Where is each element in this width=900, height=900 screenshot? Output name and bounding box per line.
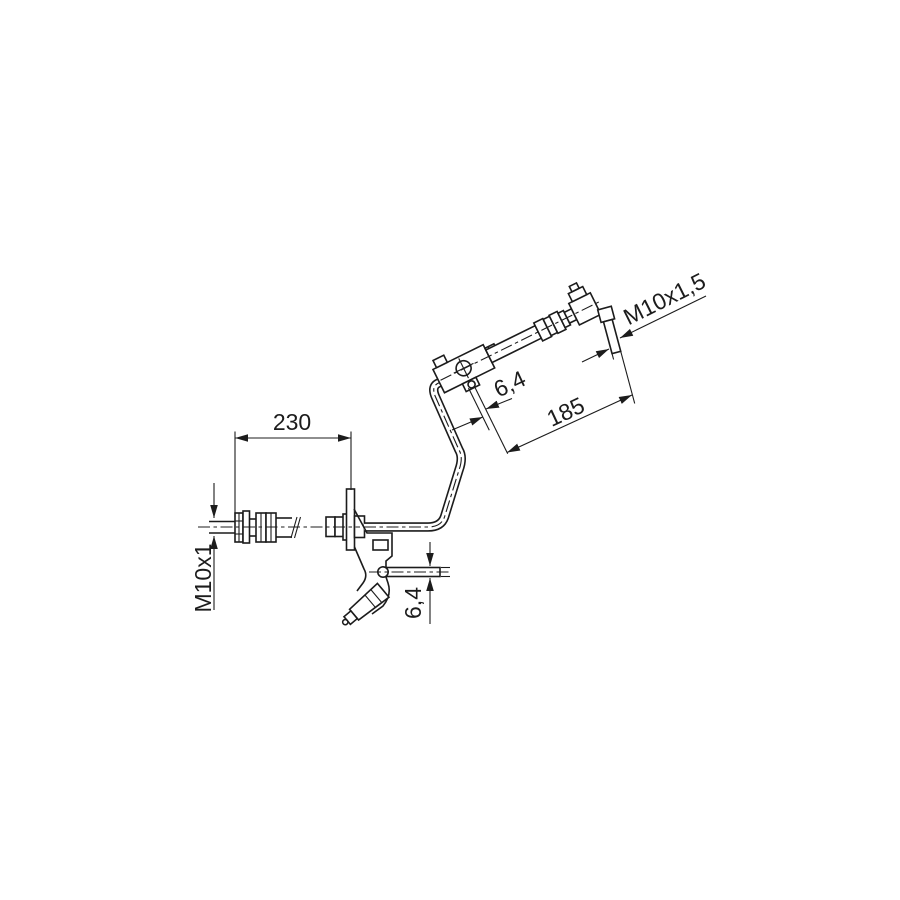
hose-end-cap [341,582,391,626]
dimension-label-6-4-hole: 6,4 [490,365,530,402]
bracket-plate [345,488,356,551]
mounting-bracket [345,488,366,551]
bracket-body [341,508,449,626]
leader-line [619,295,707,339]
dimension-185: 185 [506,392,633,453]
dimension-label-230: 230 [273,409,311,435]
bracket-slot [372,539,389,551]
dimension-m10x1: M10x1 [190,483,218,613]
dimension-label-185: 185 [543,392,589,432]
dimension-label-m10x1: M10x1 [190,543,216,612]
dimension-230: 230 [234,409,352,517]
dimension-label-6-4-pin: 6,4 [400,587,426,619]
hose-upper-section [431,281,603,394]
arrow-up-right [581,348,610,363]
extension-line [474,386,509,455]
pipe-centerline [364,379,462,528]
hose-upper-centerline [440,299,603,381]
threaded-stud [596,305,636,404]
dimension-label-m10x1-5: M10x1,5 [619,268,710,331]
rigid-pipe-s-bend [364,375,466,532]
dimension-6-4-pin: 6,4 [400,542,450,624]
block-small-hole [467,380,476,389]
dimension-line [506,394,633,453]
extension-line [468,387,490,431]
extension-line-185-right [620,351,636,404]
